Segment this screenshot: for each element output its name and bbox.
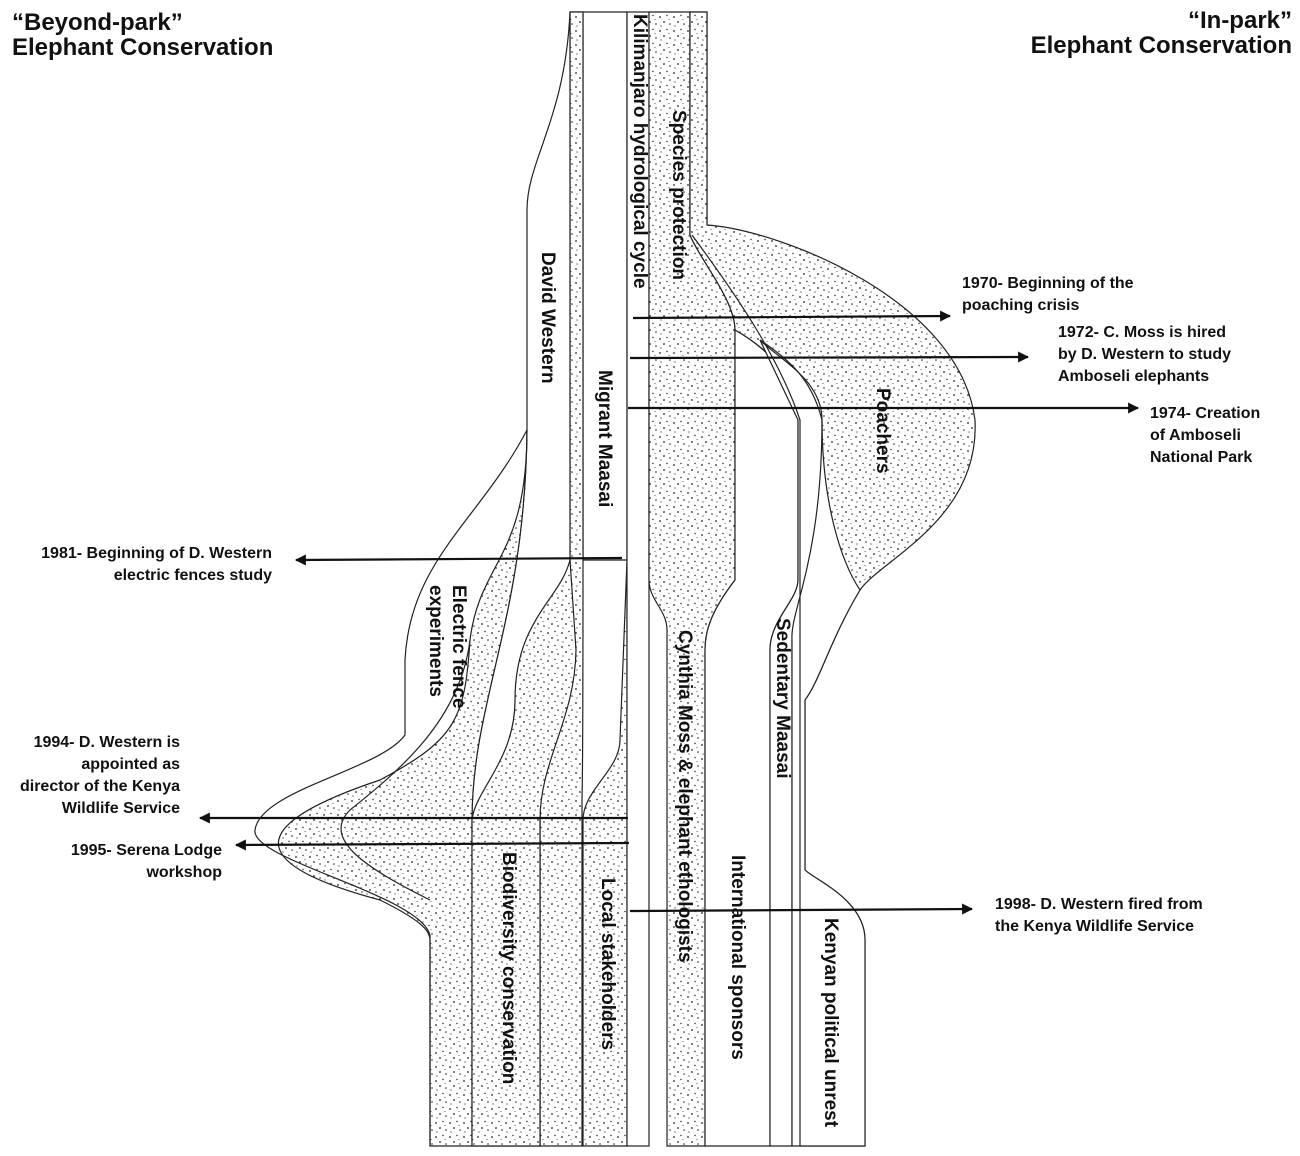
event-1994: 1994- D. Western is appointed as directo… — [19, 734, 180, 817]
label-electric-fence: Electric fence experiments — [425, 585, 469, 709]
label-sedentary-maasai: Sedentary Maasai — [772, 618, 793, 779]
title-in-park-line2: Elephant Conservation — [1030, 32, 1292, 59]
label-international-sponsors: International sponsors — [727, 855, 748, 1060]
band-biodiversity — [471, 559, 577, 1147]
arrow-1998 — [629, 903, 974, 915]
arrow-1972 — [629, 351, 1030, 363]
band-electric-fence-inner-edge — [340, 639, 471, 901]
label-david-western: David Western — [537, 252, 558, 384]
label-poachers: Poachers — [872, 388, 893, 474]
arrow-1981 — [294, 554, 623, 566]
title-in-park: “In-park” Elephant Conservation — [1031, 8, 1292, 58]
label-kilimanjaro: Kilimanjaro hydrological cycle — [629, 14, 650, 289]
title-beyond-park-line1: “Beyond-park” — [12, 9, 183, 36]
event-1995: 1995- Serena Lodge workshop — [70, 842, 222, 881]
title-in-park-line1: “In-park” — [1187, 7, 1292, 34]
label-species-protection: Species protection — [668, 110, 689, 280]
label-cynthia-moss: Cynthia Moss & elephant ethologists — [674, 630, 695, 963]
label-local-stakeholders: Local stakeholders — [597, 878, 618, 1051]
label-migrant-maasai: Migrant Maasai — [594, 370, 615, 508]
band-local-stakeholders — [582, 559, 628, 1147]
band-kenyan-political-unrest — [791, 419, 866, 1147]
title-beyond-park-line2: Elephant Conservation — [12, 34, 274, 61]
arrow-1995 — [234, 839, 630, 851]
label-biodiversity: Biodiversity conservation — [498, 852, 519, 1085]
event-1972: 1972- C. Moss is hired by D. Western to … — [1058, 324, 1232, 385]
event-1974: 1974- Creation of Amboseli National Park — [1150, 405, 1261, 466]
label-kenyan-political-unrest: Kenyan political unrest — [820, 918, 841, 1128]
event-1970: 1970- Beginning of the poaching crisis — [962, 275, 1134, 314]
title-beyond-park: “Beyond-park” Elephant Conservation — [12, 10, 273, 60]
band-electric-fence — [277, 429, 528, 1147]
arrow-1970 — [632, 310, 952, 322]
event-1998: 1998- D. Western fired from the Kenya Wi… — [995, 896, 1203, 935]
band-electric-fence-left-edge — [254, 429, 528, 1146]
event-1981: 1981- Beginning of D. Western electric f… — [41, 545, 272, 584]
